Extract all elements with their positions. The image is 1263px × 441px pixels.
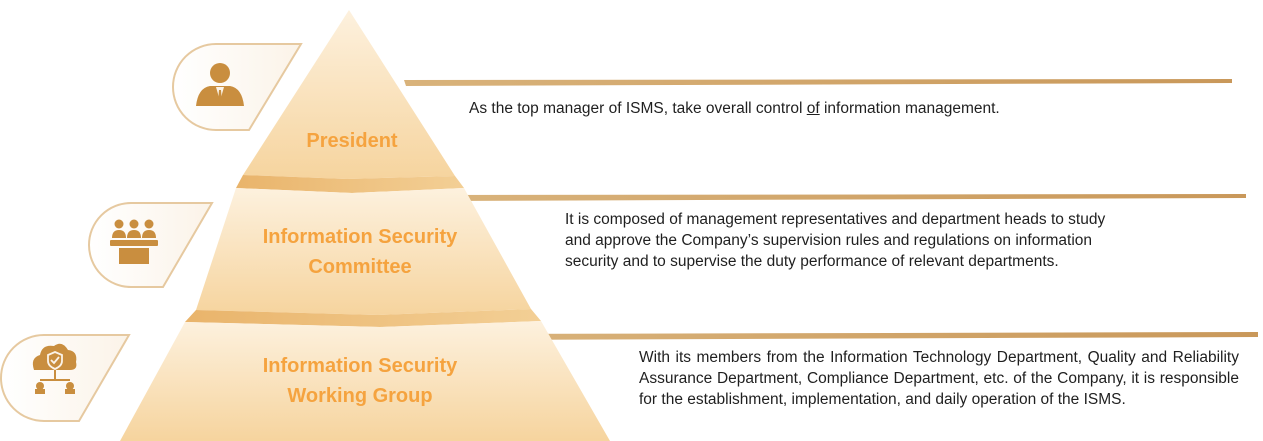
tier-1-icon-badge	[172, 43, 303, 131]
tier-1-block	[243, 10, 455, 179]
tier-2-label: Information Security Committee	[262, 226, 458, 278]
band-1	[236, 175, 464, 193]
cloud-shield-network-icon	[32, 343, 77, 394]
band-2	[185, 309, 541, 327]
manager-person-icon	[196, 63, 244, 106]
tier-3-label: Information Security Working Group	[262, 355, 458, 407]
tier-1-description-underlined: of	[806, 100, 820, 117]
tier-2-block	[196, 188, 531, 315]
tier-1-description: As the top manager of ISMS, take overall…	[469, 98, 1117, 119]
tier-3-block	[120, 321, 610, 441]
tier-1-description-end: information management.	[819, 100, 1000, 117]
tier-1-description-start: As the top manager of ISMS, take overall…	[469, 100, 807, 117]
tier-3-icon-badge	[0, 334, 131, 422]
tier-2-connector-line	[440, 194, 1246, 201]
tier-2-description: It is composed of management representat…	[565, 211, 1106, 270]
tier-1-connector-line	[404, 79, 1232, 86]
tier-3-connector-line	[475, 332, 1258, 340]
tier-1-label: President	[306, 130, 398, 152]
committee-meeting-icon	[110, 219, 158, 264]
tier-3-description: With its members from the Information Te…	[639, 349, 1239, 408]
